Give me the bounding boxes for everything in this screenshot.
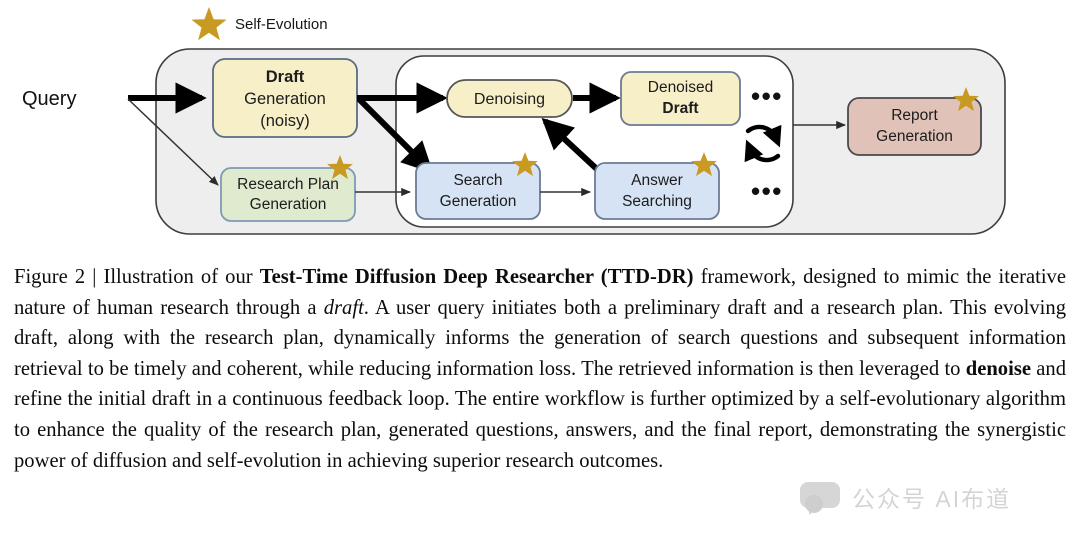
draft-generation-line1: Draft <box>266 68 305 86</box>
ellipsis-top: ••• <box>751 81 783 111</box>
caption-segment: Test-Time Diffusion Deep Researcher (TTD… <box>259 266 694 288</box>
caption-segment: . A user query initiates both a prelimin… <box>14 296 1066 380</box>
report-generation-box <box>847 97 982 156</box>
answer-searching-line1: Answer <box>631 172 683 189</box>
denoising-label: Denoising <box>474 91 545 108</box>
ellipsis-bottom: ••• <box>751 176 783 206</box>
figure-diagram: Self-Evolution Query Draft Generation (n… <box>0 0 1080 258</box>
star-icon <box>691 152 717 177</box>
star-icon <box>512 152 538 177</box>
denoising-box <box>446 79 573 118</box>
node-report-generation: Report Generation <box>847 87 982 156</box>
star-icon <box>327 155 353 180</box>
node-draft-generation: Draft Generation (noisy) <box>212 58 358 138</box>
answer-searching-box <box>594 162 720 220</box>
draft-generation-line3: (noisy) <box>260 112 310 130</box>
arrow-draft-to-search-generation <box>356 96 434 174</box>
watermark-text: 公众号 AI布道 <box>852 486 1012 512</box>
node-search-generation: Search Generation <box>415 152 541 220</box>
arrow-answer-searching-to-denoising <box>541 117 603 175</box>
report-generation-line2: Generation <box>876 128 953 145</box>
denoised-draft-box <box>620 71 741 126</box>
legend-self-evolution: Self-Evolution <box>191 7 328 41</box>
star-icon <box>191 7 227 41</box>
draft-generation-line2: Generation <box>244 90 326 108</box>
star-icon <box>953 87 979 112</box>
caption-segment: and refine the initial draft in a contin… <box>14 357 1066 472</box>
watermark: 公众号 AI布道 <box>800 478 1040 524</box>
figure-caption: Figure 2 | Illustration of our Test-Time… <box>14 262 1066 476</box>
search-generation-line1: Search <box>453 172 502 189</box>
chat-bubble-icon <box>800 482 840 515</box>
caption-segment: Figure 2 | Illustration of our <box>14 266 260 288</box>
caption-segment: denoise <box>965 357 1031 380</box>
research-plan-line2: Generation <box>250 196 327 213</box>
research-plan-line1: Research Plan <box>237 176 339 193</box>
denoised-draft-line2: Draft <box>662 100 698 117</box>
node-answer-searching: Answer Searching <box>594 152 720 220</box>
search-generation-line2: Generation <box>440 193 517 210</box>
legend-label: Self-Evolution <box>235 16 328 33</box>
node-denoising: Denoising <box>446 79 573 118</box>
caption-segment: framework, designed to mimic the iterati… <box>14 266 1066 319</box>
research-plan-box <box>220 167 356 222</box>
arrow-query-to-research-plan <box>127 98 219 186</box>
answer-searching-line2: Searching <box>622 193 692 210</box>
denoised-draft-line1: Denoised <box>648 79 714 96</box>
query-label: Query <box>22 88 76 110</box>
node-research-plan-generation: Research Plan Generation <box>220 155 356 222</box>
search-generation-box <box>415 162 541 220</box>
node-denoised-draft: Denoised Draft <box>620 71 741 126</box>
report-generation-line1: Report <box>891 107 938 124</box>
refresh-cycle-icon <box>744 124 782 163</box>
caption-segment: draft <box>323 296 364 319</box>
